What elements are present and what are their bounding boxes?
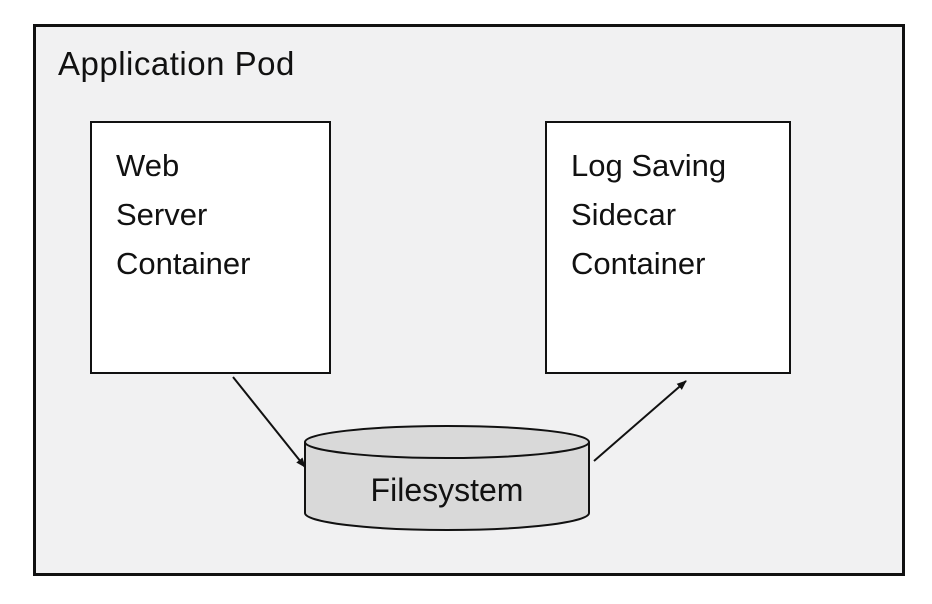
log-sidecar-container-label: Log Saving Sidecar Container: [571, 148, 727, 281]
filesystem-label: Filesystem: [370, 472, 524, 508]
log-sidecar-container-node: Log Saving Sidecar Container: [545, 121, 791, 374]
pod-title: Application Pod: [58, 45, 295, 82]
web-server-container-node: Web Server Container: [90, 121, 331, 374]
web-server-container-label: Web Server Container: [116, 148, 251, 281]
